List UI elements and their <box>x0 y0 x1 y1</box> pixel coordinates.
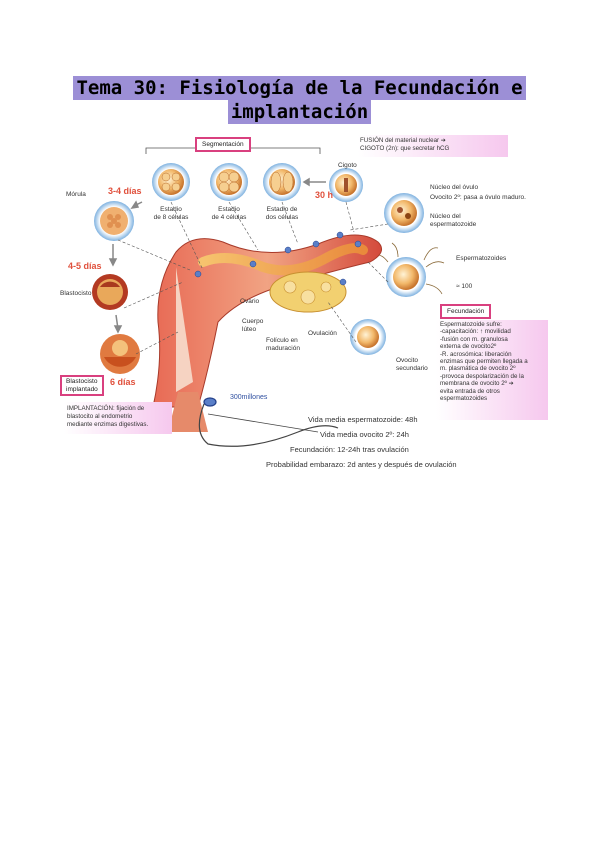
label-300-millones: 300millones <box>230 394 268 401</box>
pointer-lines <box>117 201 389 355</box>
label-ovulacion: Ovulación <box>308 330 337 337</box>
label-approx-100: ≈ 100 <box>456 283 473 290</box>
time-3-4-days: 3-4 días <box>108 186 142 196</box>
label-cigoto: Cigoto <box>338 162 357 169</box>
implantacion-highlight <box>64 402 172 434</box>
blastocyst <box>92 274 128 310</box>
cell-8 <box>152 163 190 201</box>
label-8-cells: Estadio de 8 células <box>153 206 189 221</box>
fecundacion-note-line: evita entrada de otros <box>440 387 500 395</box>
fact-fecundacion: Fecundación: 12-24h tras ovulación <box>290 445 409 454</box>
morula <box>94 201 134 241</box>
fact-sperm-life: Vida media espermatozoide: 48h <box>308 415 418 424</box>
fecundacion-note-line: m. plasmática de ovocito 2º <box>440 365 516 373</box>
fecundacion-note-line: espermatozoides <box>440 395 488 402</box>
fusion-text-2: CIGOTO (2n): que secretar hCG <box>360 145 450 152</box>
cell-4 <box>210 163 248 201</box>
label-ovocito-secundario: Ovocito secundario <box>396 357 428 372</box>
fusion-highlight <box>358 135 508 157</box>
sperm-illustration <box>198 397 339 447</box>
title-line-2: implantación <box>227 100 372 124</box>
fecundacion-box: Fecundación <box>440 304 492 319</box>
fecundacion-note-line: externa de ovocito2º <box>440 343 497 351</box>
fusion-text-1: FUSIÓN del material nuclear ➔ <box>360 137 446 144</box>
title-line-1: Tema 30: Fisiología de la Fecundación e <box>73 76 526 100</box>
label-nucleo-ovulo: Núcleo del óvulo <box>430 184 479 191</box>
label-2-cells: Estadio de dos células <box>265 206 299 221</box>
blastocisto-implantado-box: Blastocisto implantado <box>60 375 104 396</box>
fecundacion-note-line: enzimas que permiten llegada a <box>440 358 528 365</box>
page-title: Tema 30: Fisiología de la Fecundación e … <box>0 76 599 124</box>
fact-oocyte-life: Vida media ovocito 2º: 24h <box>320 430 409 439</box>
secondary-oocyte <box>350 319 386 355</box>
fecundacion-note-line: -fusión con m. granulosa <box>440 335 508 343</box>
label-4-cells: Estadio de 4 células <box>211 206 247 221</box>
fecundacion-note-line: -provoca despolarización de la <box>440 372 524 380</box>
oocyte-nuclei <box>384 193 424 233</box>
fecundacion-note-line: -capacitación: ↑ movilidad <box>440 328 511 336</box>
stage-arrows <box>108 177 326 334</box>
implantacion-line-2: blastocito al endometrio <box>67 413 133 420</box>
time-4-5-days: 4-5 días <box>68 261 102 271</box>
label-blastocisto: Blastocisto <box>60 290 92 297</box>
implanted-blastocyst <box>100 334 140 374</box>
label-espermatozoides: Espermatozoides <box>456 255 507 262</box>
fecundacion-note-line: Espermatozoide sufre: <box>440 321 502 328</box>
fecundacion-note-line: -R. acrosómica: liberación <box>440 350 512 358</box>
fecundacion-note-line: membrana de ovocito 2º ➔ <box>440 380 514 388</box>
fact-probabilidad: Probabilidad embarazo: 2d antes y despué… <box>266 460 457 469</box>
implantacion-line-1: IMPLANTACIÓN: fijación de <box>67 405 145 412</box>
label-nucleo-esperm: Núcleo del espermatozoide <box>430 213 477 228</box>
fertilization-diagram: FUSIÓN del material nuclear ➔ CIGOTO (2n… <box>58 132 548 477</box>
time-6-days: 6 días <box>110 377 136 387</box>
zygote <box>329 168 363 202</box>
label-cuerpo-luteo: Cuerpo lúteo <box>242 318 264 333</box>
oocyte-sperm <box>373 242 445 297</box>
label-ovario: Ovario <box>240 298 260 305</box>
time-30h: 30 h <box>315 190 334 200</box>
label-morula: Mórula <box>66 191 86 198</box>
label-ovocito2: Ovocito 2º: pasa a óvulo maduro. <box>430 194 526 201</box>
fecundacion-highlight <box>436 320 548 420</box>
segmentacion-box: Segmentación <box>195 137 251 152</box>
uterus-drawing <box>152 234 383 432</box>
tube-dots <box>194 231 362 286</box>
diagram-drawing <box>92 147 445 447</box>
implantacion-line-3: mediante enzimas digestivas. <box>67 421 149 428</box>
cell-2 <box>263 163 301 201</box>
label-foliculo: Folículo en maduración <box>266 337 300 352</box>
